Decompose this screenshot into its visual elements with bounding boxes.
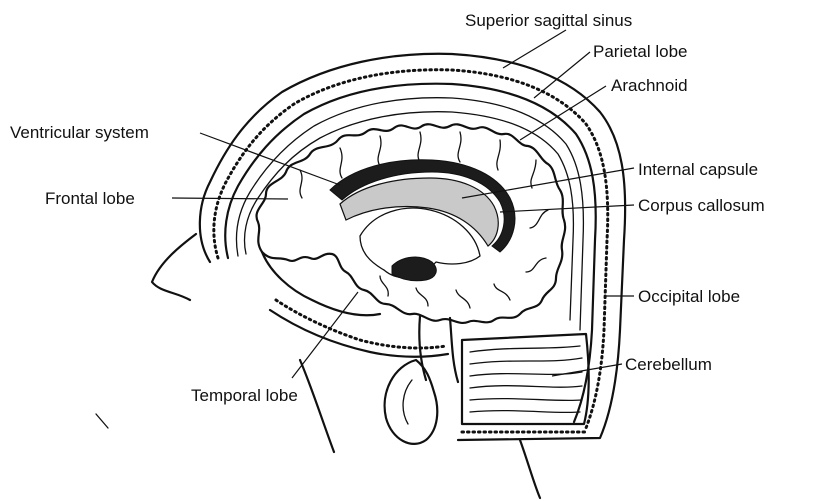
label-arachnoid: Arachnoid <box>611 76 688 95</box>
label-internal-capsule: Internal capsule <box>638 160 758 179</box>
ventricle-arch <box>340 178 498 246</box>
head-illustration <box>96 54 625 498</box>
temporal-region <box>262 252 380 315</box>
leader-corpus-callosum <box>500 205 634 212</box>
label-temporal-lobe: Temporal lobe <box>191 386 298 405</box>
jaw-neck <box>152 234 540 498</box>
leader-frontal-lobe <box>172 198 288 199</box>
ear <box>385 360 438 444</box>
label-frontal-lobe: Frontal lobe <box>45 189 135 208</box>
skull-inner <box>225 84 596 422</box>
label-cerebellum: Cerebellum <box>625 355 712 374</box>
ear-inner <box>403 380 412 424</box>
internal-capsule-shape <box>392 257 436 281</box>
stray-mark <box>96 414 108 428</box>
leader-arachnoid <box>520 86 606 140</box>
skull-base-line <box>270 310 448 357</box>
cerebellum-folia <box>470 346 582 412</box>
label-ventricular-system: Ventricular system <box>10 123 149 142</box>
leader-parietal-lobe <box>534 52 590 98</box>
leader-superior-sagittal-sinus <box>503 30 566 68</box>
label-occipital-lobe: Occipital lobe <box>638 287 740 306</box>
label-superior-sagittal-sinus: Superior sagittal sinus <box>465 11 632 30</box>
label-parietal-lobe: Parietal lobe <box>593 42 688 61</box>
label-corpus-callosum: Corpus callosum <box>638 196 765 215</box>
cortex-gyri <box>257 124 566 323</box>
